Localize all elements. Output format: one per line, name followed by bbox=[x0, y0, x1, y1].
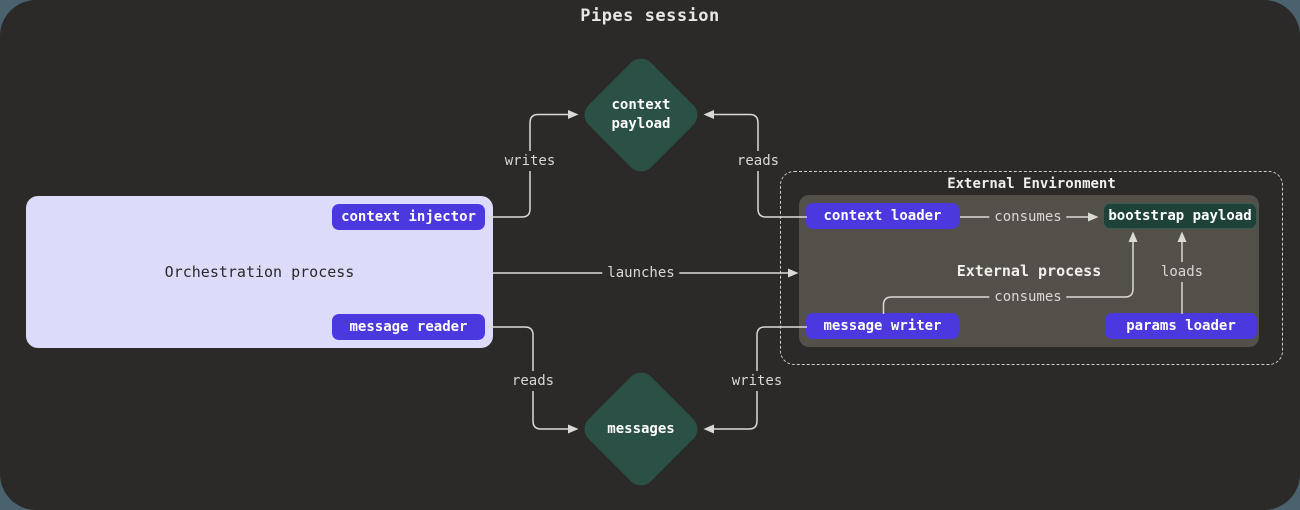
external-environment-label: External Environment bbox=[947, 176, 1116, 192]
edge-label-reads-top: reads bbox=[731, 151, 785, 171]
node-message-writer: message writer bbox=[806, 313, 959, 339]
node-context-payload: context payload bbox=[578, 52, 704, 178]
edge-label-consumes-bottom: consumes bbox=[989, 287, 1067, 307]
edge-writer-writes-arrowhead bbox=[703, 424, 714, 434]
node-orchestration-process: Orchestration process context injector m… bbox=[26, 196, 493, 348]
node-messages-label: messages bbox=[607, 420, 675, 437]
edge-label-writes-bottom: writes bbox=[726, 371, 788, 391]
node-message-reader: message reader bbox=[332, 314, 485, 340]
node-messages: messages bbox=[578, 366, 704, 492]
edge-label-reads-bottom: reads bbox=[506, 371, 560, 391]
edge-label-writes-top: writes bbox=[499, 151, 561, 171]
edge-loader-reads-arrowhead bbox=[703, 110, 714, 119]
node-context-payload-label: context payload bbox=[611, 97, 671, 132]
edge-label-launches: launches bbox=[602, 263, 680, 283]
edge-label-loads: loads bbox=[1155, 262, 1209, 282]
node-params-loader: params loader bbox=[1105, 313, 1257, 339]
node-context-injector: context injector bbox=[332, 204, 485, 230]
edge-injector-writes-arrowhead bbox=[568, 110, 579, 119]
node-context-loader: context loader bbox=[806, 203, 959, 229]
orchestration-process-label: Orchestration process bbox=[164, 263, 355, 281]
edge-label-consumes-top: consumes bbox=[989, 207, 1067, 227]
edge-reader-reads-arrowhead bbox=[568, 424, 579, 434]
diagram-title: Pipes session bbox=[580, 6, 720, 26]
node-bootstrap-payload: bootstrap payload bbox=[1103, 203, 1257, 229]
